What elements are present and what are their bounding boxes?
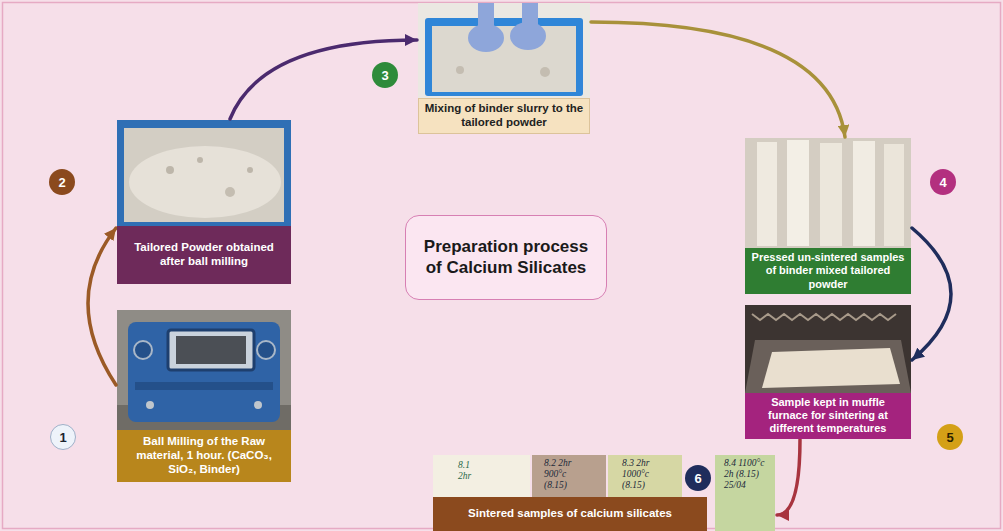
caption-text: Sample kept in muffle furnace for sinter… xyxy=(750,396,906,436)
flow-arrow xyxy=(591,22,845,137)
callout-number: 6 xyxy=(685,465,711,491)
sintered-samples-photo xyxy=(433,455,775,531)
mixing-photo-part xyxy=(522,3,538,27)
caption-text: Tailored Powder obtained after ball mill… xyxy=(122,241,286,269)
sample-marking: 8.4 1100°c 2h (8.15) 25/04 xyxy=(724,458,770,491)
ball-mill-photo-part xyxy=(146,401,154,409)
ball-mill-photo-part xyxy=(128,322,280,422)
callout-number: 2 xyxy=(49,169,75,195)
ball-mill-photo xyxy=(117,310,291,430)
callout-number: 1 xyxy=(50,424,76,450)
pressed-samples-photo-part xyxy=(853,141,875,246)
furnace-photo-part xyxy=(752,314,896,320)
caption-text: Mixing of binder slurry to the tailored … xyxy=(424,102,584,130)
mixing-photo-part xyxy=(418,3,590,98)
tailored-powder-photo-part xyxy=(166,166,174,174)
mixing-photo-part xyxy=(456,66,464,74)
pressed-samples-photo-part xyxy=(787,140,809,246)
furnace-photo-part xyxy=(762,348,900,388)
pressed-samples-photo-part xyxy=(820,143,842,246)
ball-mill-photo-part xyxy=(168,330,254,370)
process-step: Ball Milling of the Raw material, 1 hour… xyxy=(117,310,291,482)
process-step: Mixing of binder slurry to the tailored … xyxy=(418,3,590,134)
caption-box: Sample kept in muffle furnace for sinter… xyxy=(745,393,911,439)
flow-arrow xyxy=(230,40,417,119)
caption-box: Mixing of binder slurry to the tailored … xyxy=(418,98,590,134)
title-text: Preparation process of Calcium Silicates xyxy=(420,237,592,278)
process-step: Tailored Powder obtained after ball mill… xyxy=(117,120,291,284)
flow-arrow xyxy=(777,440,800,515)
caption-box: Sintered samples of calcium silicates xyxy=(433,497,707,531)
furnace-photo-part xyxy=(745,305,911,393)
pressed-samples-photo xyxy=(745,138,911,248)
pressed-samples-photo-part xyxy=(757,142,777,246)
ball-mill-photo-part xyxy=(117,310,291,430)
caption-box: Tailored Powder obtained after ball mill… xyxy=(117,226,291,284)
callout-number: 4 xyxy=(930,169,956,195)
ball-mill-photo-part xyxy=(135,382,273,390)
sample-marking: 8.2 2hr 900°c (8.15) xyxy=(544,458,590,491)
ball-mill-photo-part xyxy=(134,341,152,359)
flow-arrow xyxy=(88,228,116,385)
title-box: Preparation process of Calcium Silicates xyxy=(405,215,607,300)
ball-mill-photo-part xyxy=(176,336,246,364)
caption-text: Pressed un-sintered samples of binder mi… xyxy=(750,251,906,291)
sintered-samples-photo-part xyxy=(715,455,775,531)
caption-box: Pressed un-sintered samples of binder mi… xyxy=(745,248,911,294)
furnace-photo xyxy=(745,305,911,393)
pressed-samples-photo-part xyxy=(884,144,904,246)
tailored-powder-photo-part xyxy=(117,120,291,226)
mixing-photo-part xyxy=(425,18,583,96)
mixing-photo xyxy=(418,3,590,98)
process-step: Sample kept in muffle furnace for sinter… xyxy=(745,305,911,439)
tailored-powder-photo-part xyxy=(124,128,284,222)
tailored-powder-photo-part xyxy=(247,167,253,173)
mixing-photo-part xyxy=(432,26,576,92)
flow-arrow xyxy=(912,228,951,360)
tailored-powder-photo-part xyxy=(129,146,281,218)
tailored-powder-photo xyxy=(117,120,291,226)
pressed-samples-photo-part xyxy=(745,138,911,248)
sample-marking: 8.1 2hr xyxy=(458,460,484,482)
furnace-photo-part xyxy=(745,340,911,393)
tailored-powder-photo-part xyxy=(197,157,203,163)
callout-number: 5 xyxy=(937,424,963,450)
tailored-powder-photo-part xyxy=(225,187,235,197)
frame xyxy=(3,3,1001,529)
sample-marking: 8.3 2hr 1000°c (8.15) xyxy=(622,458,668,491)
mixing-photo-part xyxy=(478,3,494,29)
ball-mill-photo-part xyxy=(254,401,262,409)
caption-box: Ball Milling of the Raw material, 1 hour… xyxy=(117,430,291,482)
mixing-photo-part xyxy=(540,67,550,77)
caption-text: Sintered samples of calcium silicates xyxy=(468,507,672,521)
process-step: Pressed un-sintered samples of binder mi… xyxy=(745,138,911,294)
caption-text: Ball Milling of the Raw material, 1 hour… xyxy=(122,435,286,476)
callout-number: 3 xyxy=(372,62,398,88)
ball-mill-photo-part xyxy=(257,341,275,359)
